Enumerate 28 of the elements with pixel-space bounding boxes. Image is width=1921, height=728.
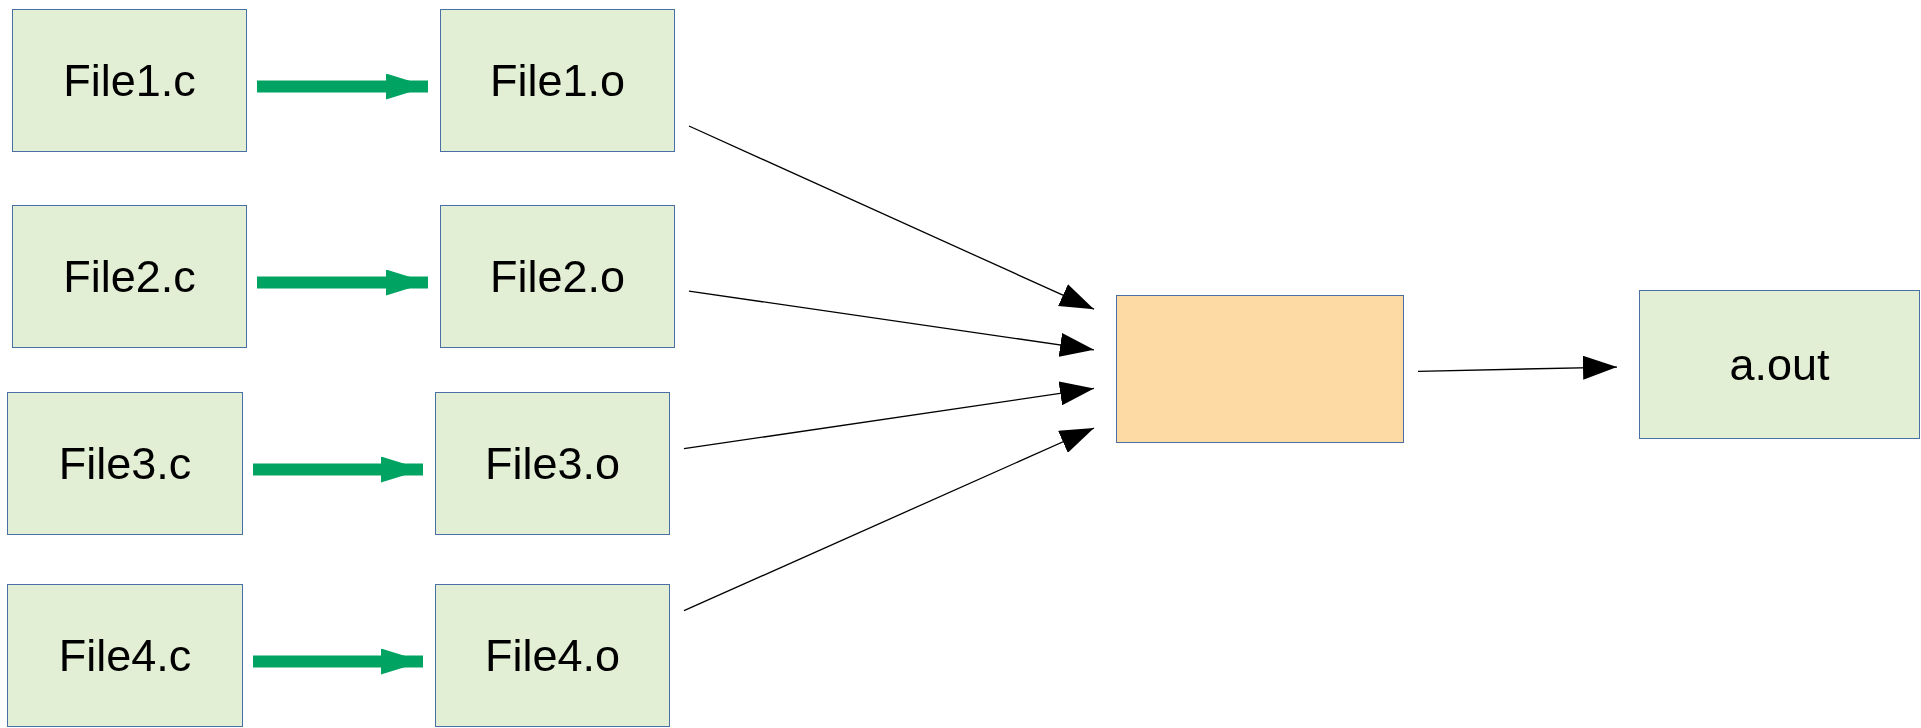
node-label: File3.o	[484, 437, 621, 490]
file-box	[12, 205, 247, 348]
file-box	[7, 392, 243, 535]
file-box	[435, 392, 670, 535]
arrow	[1417, 355, 1618, 380]
file-box	[440, 205, 675, 348]
node-label: File3.c	[58, 437, 192, 490]
file-box	[7, 584, 243, 727]
arrow	[688, 290, 1095, 357]
node-label: File2.c	[63, 250, 196, 303]
node-label: File2.o	[489, 250, 626, 303]
file-box	[440, 9, 675, 152]
arrow	[257, 269, 428, 296]
node-label: File1.o	[489, 54, 626, 107]
arrow	[253, 648, 423, 675]
file-box	[435, 584, 670, 727]
node-label: File4.c	[58, 629, 192, 682]
node-label: File4.o	[484, 629, 621, 682]
arrow	[683, 381, 1095, 450]
node-label: a.out	[1729, 338, 1830, 391]
file-box	[12, 9, 247, 152]
file-box	[1639, 290, 1920, 439]
arrow	[683, 427, 1095, 612]
arrow	[253, 456, 423, 483]
arrow	[688, 125, 1095, 310]
process-box	[1116, 295, 1404, 443]
node-label: File1.c	[63, 54, 196, 107]
arrow	[257, 73, 428, 100]
